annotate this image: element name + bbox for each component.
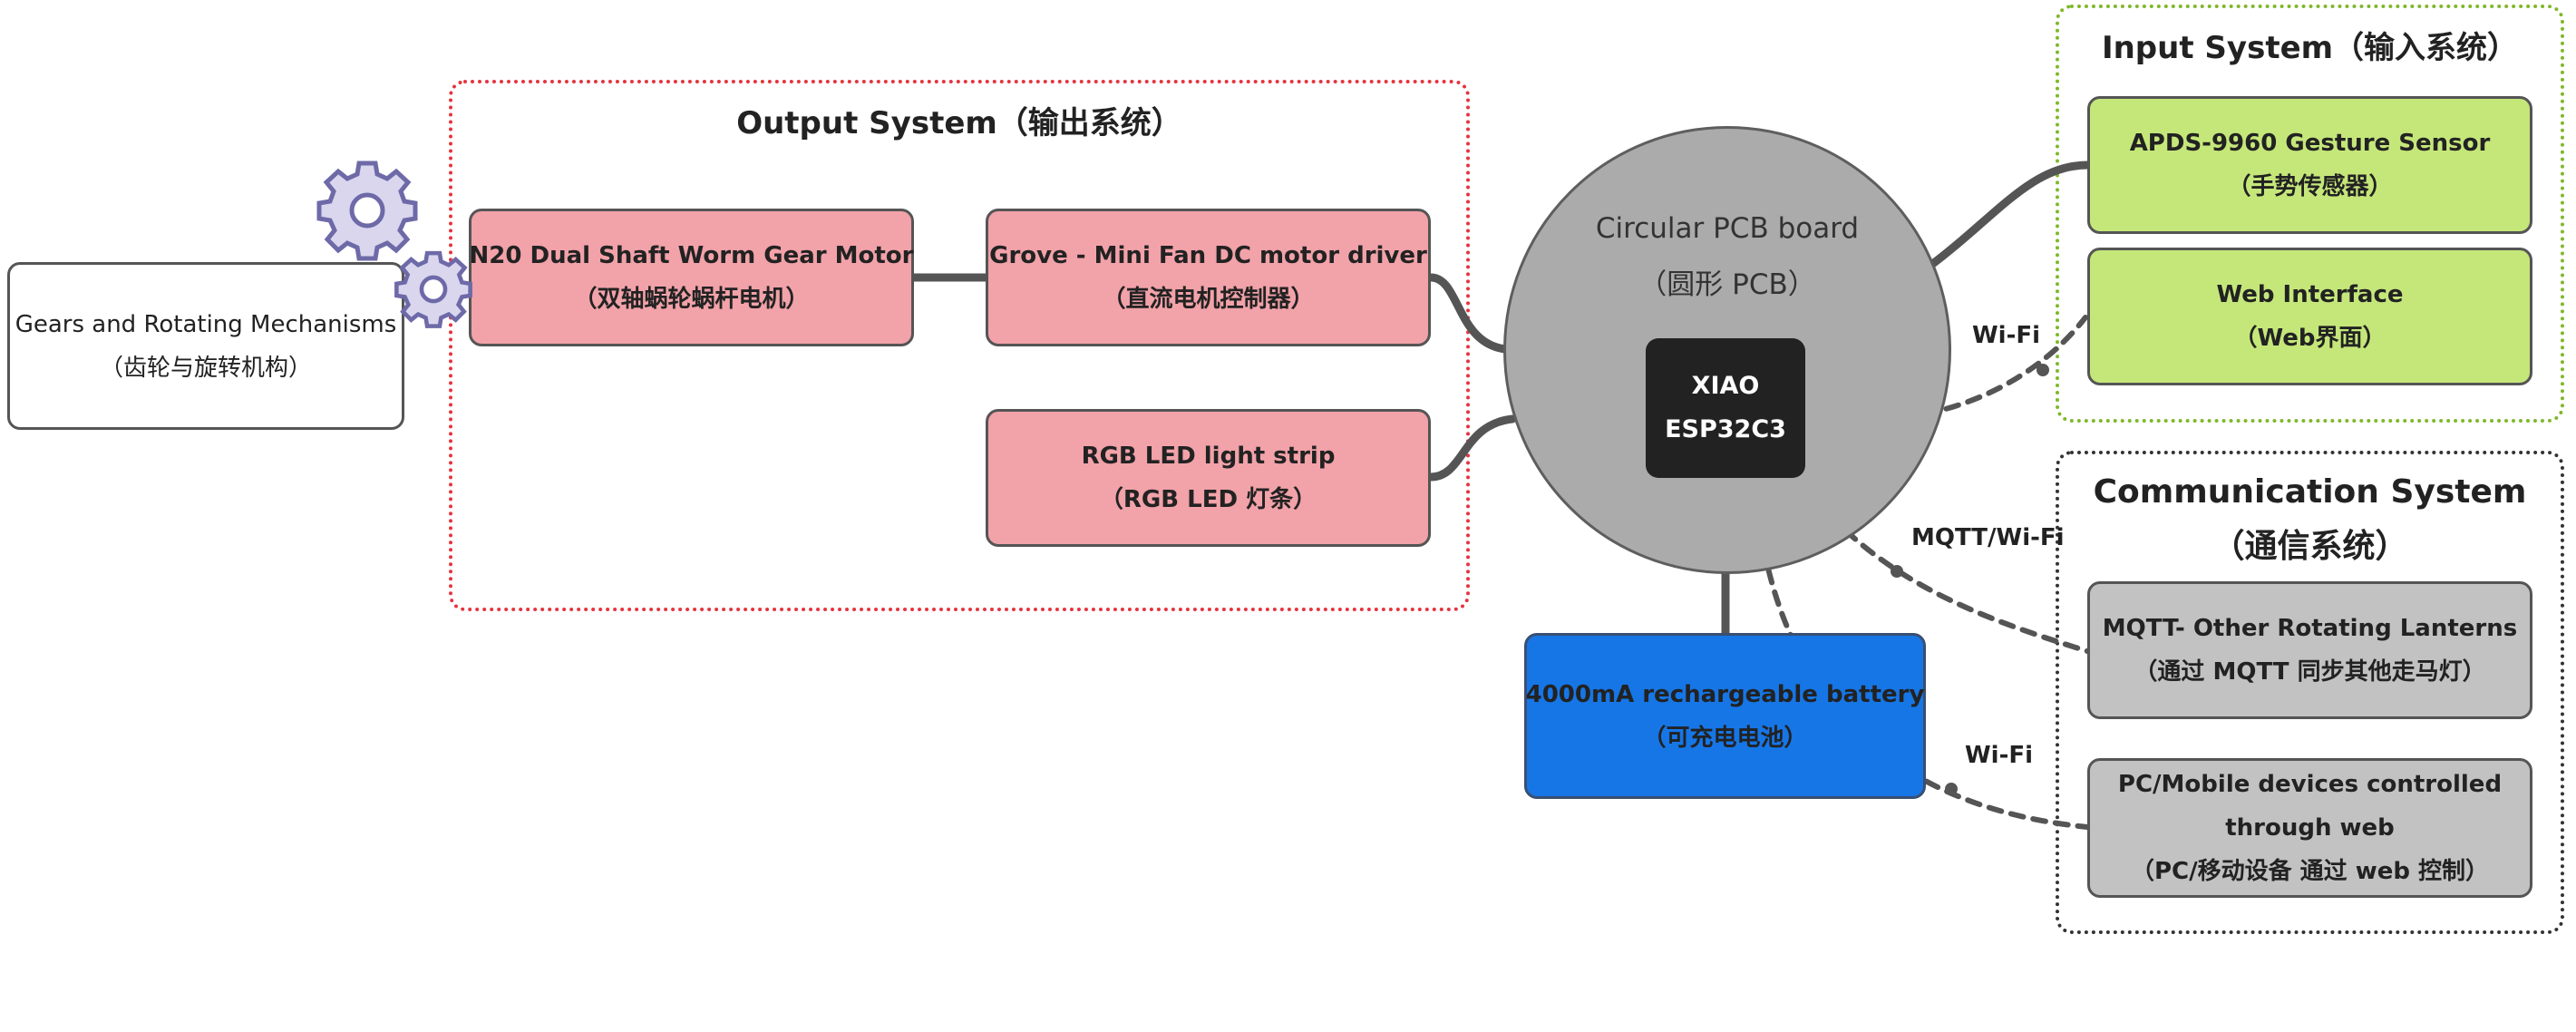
web-interface-label: Web Interface: [2216, 281, 2404, 308]
motor-node[interactable]: N20 Dual Shaft Worm Gear Motor （双轴蜗轮蜗杆电机…: [469, 209, 914, 346]
input-system-group: Input System（输入系统）: [2056, 5, 2564, 423]
wire-led-pcb: [1426, 414, 1517, 482]
motor-sublabel: （双轴蜗轮蜗杆电机）: [573, 286, 810, 313]
mqtt-lanterns-sublabel: （通过 MQTT 同步其他走马灯）: [2134, 658, 2486, 686]
communication-system-title-line1: Communication System: [2093, 473, 2527, 511]
input-system-title: Input System（输入系统）: [2101, 30, 2519, 66]
battery-sublabel: （可充电电池）: [1642, 724, 1808, 752]
mqtt-wifi-label: MQTT/Wi-Fi: [1911, 524, 2065, 551]
gesture-sensor-sublabel: （手势传感器）: [2227, 173, 2393, 200]
mqtt-lanterns-node[interactable]: MQTT- Other Rotating Lanterns （通过 MQTT 同…: [2087, 581, 2532, 719]
wire-driver-pcb: [1426, 273, 1510, 354]
motor-driver-label: Grove - Mini Fan DC motor driver: [989, 242, 1427, 269]
output-system-group: Output System（输出系统）: [449, 80, 1470, 611]
output-system-title: Output System（输出系统）: [736, 105, 1182, 141]
gesture-sensor-node[interactable]: APDS-9960 Gesture Sensor （手势传感器）: [2087, 96, 2532, 234]
xiao-sublabel: ESP32C3: [1665, 415, 1786, 443]
gear-icon: [316, 161, 418, 261]
wire-pcb-gesture: [1927, 161, 2092, 269]
pcb-sublabel: （圆形 PCB）: [1638, 268, 1816, 301]
xiao-label: XIAO: [1691, 372, 1760, 400]
gears-label: Gears and Rotating Mechanisms: [15, 310, 397, 338]
gear-icon: [394, 250, 472, 328]
wire-dot: [2036, 364, 2049, 376]
led-strip-sublabel: （RGB LED 灯条）: [1099, 486, 1317, 513]
web-interface-sublabel: （Web界面）: [2233, 325, 2386, 352]
wire-dot: [1891, 565, 1903, 578]
gears-sublabel: （齿轮与旋转机构）: [99, 354, 312, 382]
battery-label: 4000mA rechargeable battery: [1525, 680, 1925, 708]
motor-driver-sublabel: （直流电机控制器）: [1102, 286, 1315, 313]
pc-wifi-label: Wi-Fi: [1965, 742, 2034, 769]
gears-node[interactable]: Gears and Rotating Mechanisms （齿轮与旋转机构）: [7, 262, 404, 430]
pc-mobile-node[interactable]: PC/Mobile devices controlled through web…: [2087, 758, 2532, 898]
battery-node[interactable]: 4000mA rechargeable battery （可充电电池）: [1524, 633, 1926, 799]
pc-mobile-label-2: through web: [2225, 814, 2395, 842]
motor-driver-node[interactable]: Grove - Mini Fan DC motor driver （直流电机控制…: [986, 209, 1431, 346]
pcb-label: Circular PCB board: [1595, 212, 1860, 245]
wire-dot: [1945, 783, 1958, 795]
communication-system-title: Communication System （通信系统）: [2059, 465, 2561, 574]
led-strip-node[interactable]: RGB LED light strip （RGB LED 灯条）: [986, 409, 1431, 547]
mqtt-lanterns-label: MQTT- Other Rotating Lanterns: [2102, 615, 2518, 642]
communication-system-group: Communication System （通信系统）: [2056, 451, 2564, 934]
web-interface-node[interactable]: Web Interface （Web界面）: [2087, 248, 2532, 385]
web-wifi-label: Wi-Fi: [1972, 322, 2041, 349]
pc-mobile-label: PC/Mobile devices controlled: [2117, 771, 2503, 798]
communication-system-title-line2: （通信系统）: [2211, 528, 2408, 565]
pc-mobile-sublabel: （PC/移动设备 通过 web 控制）: [2130, 858, 2490, 885]
motor-label: N20 Dual Shaft Worm Gear Motor: [469, 242, 914, 269]
gesture-sensor-label: APDS-9960 Gesture Sensor: [2129, 130, 2491, 157]
led-strip-label: RGB LED light strip: [1081, 443, 1336, 470]
xiao-esp32c3-node[interactable]: XIAO ESP32C3: [1646, 338, 1805, 478]
